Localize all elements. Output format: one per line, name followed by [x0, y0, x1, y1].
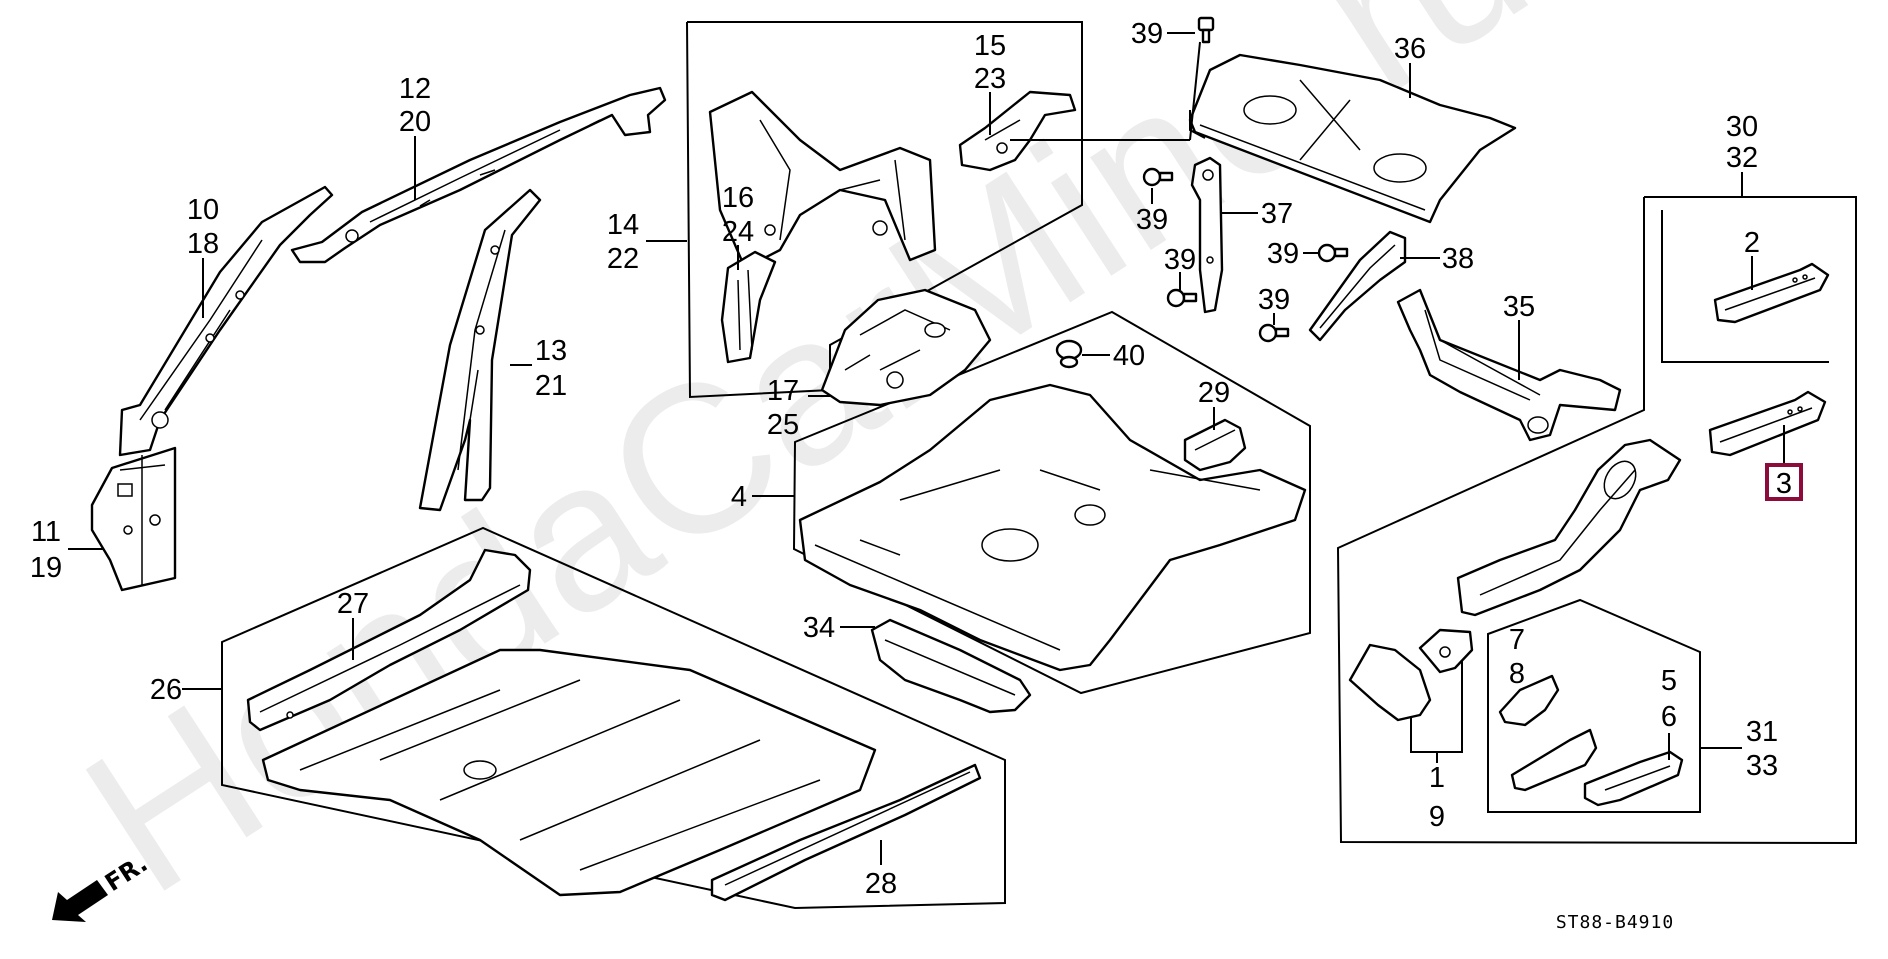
callout-40[interactable]: 40 [1113, 340, 1145, 372]
part-frame-2[interactable] [1713, 262, 1830, 324]
callout-12[interactable]: 12 [399, 73, 431, 105]
callout-19[interactable]: 19 [30, 552, 62, 584]
callout-5[interactable]: 5 [1661, 665, 1677, 697]
callout-39-b[interactable]: 39 [1164, 244, 1196, 276]
part-rear-shelf-36[interactable] [1188, 53, 1517, 224]
callout-15-23[interactable]: 15 23 [974, 30, 1006, 95]
part-roof-rail-12-20[interactable] [290, 86, 667, 264]
callout-39-d[interactable]: 39 [1258, 284, 1290, 316]
callout-35[interactable]: 35 [1503, 291, 1535, 323]
part-bracket-29[interactable] [1183, 418, 1247, 472]
callout-7[interactable]: 7 [1509, 624, 1525, 656]
part-front-floor-26[interactable] [261, 648, 877, 897]
callout-21[interactable]: 21 [535, 370, 567, 402]
callout-37[interactable]: 37 [1261, 198, 1293, 230]
callout-22[interactable]: 22 [607, 243, 639, 275]
callout-29[interactable]: 29 [1198, 377, 1230, 409]
bolt-39-top[interactable] [1197, 16, 1215, 44]
part-frame-3[interactable] [1708, 390, 1827, 457]
callout-17[interactable]: 17 [767, 375, 799, 407]
callout-39-a[interactable]: 39 [1136, 204, 1168, 236]
callout-30[interactable]: 30 [1726, 111, 1758, 143]
group-outline-2 [1661, 210, 1829, 363]
callout-6[interactable]: 6 [1661, 701, 1677, 733]
callout-10[interactable]: 10 [187, 194, 219, 226]
callout-14[interactable]: 14 [607, 209, 639, 241]
part-crossmember-35[interactable] [1396, 288, 1622, 442]
part-rear-frame[interactable] [1456, 438, 1682, 617]
callout-34[interactable]: 34 [803, 612, 835, 644]
callout-20[interactable]: 20 [399, 106, 431, 138]
callout-9[interactable]: 9 [1429, 801, 1445, 833]
leader-lines [68, 32, 1785, 865]
callout-15[interactable]: 15 [974, 30, 1006, 62]
callout-3[interactable]: 3 [1776, 468, 1792, 500]
callout-17-25[interactable]: 17 25 [767, 375, 799, 441]
callout-31-33[interactable]: 31 33 [1746, 716, 1778, 782]
front-direction-indicator: FR. [52, 849, 153, 922]
callout-27[interactable]: 27 [337, 588, 369, 620]
part-16-24[interactable] [720, 250, 777, 364]
callout-38[interactable]: 38 [1442, 243, 1474, 275]
callout-13[interactable]: 13 [535, 335, 567, 367]
callout-12-20[interactable]: 12 20 [399, 73, 431, 138]
callout-39-top[interactable]: 39 [1131, 18, 1163, 50]
bolt-39-a[interactable] [1142, 167, 1174, 187]
part-a-pillar-10-18[interactable] [118, 185, 334, 457]
part-grommet-40[interactable] [1055, 339, 1083, 369]
callout-32[interactable]: 32 [1726, 142, 1758, 174]
callout-10-18[interactable]: 10 18 [187, 194, 219, 260]
group-outline-14-22 [686, 21, 1083, 399]
part-lower-pillar-11-19[interactable] [90, 446, 177, 592]
callout-16[interactable]: 16 [722, 182, 754, 214]
callout-39-c[interactable]: 39 [1267, 238, 1299, 270]
group-outline-36 [1189, 110, 1206, 139]
part-bracket-1-9[interactable] [1348, 628, 1474, 722]
callout-11[interactable]: 11 [31, 516, 61, 548]
part-b-pillar-13-21[interactable] [418, 188, 542, 512]
highlight-box[interactable] [1765, 463, 1803, 501]
callout-1-9[interactable]: 1 9 [1429, 762, 1445, 833]
part-brace-37[interactable] [1190, 156, 1224, 314]
callout-36[interactable]: 36 [1394, 33, 1426, 65]
callout-5-6[interactable]: 5 6 [1661, 665, 1677, 733]
bolt-39-b[interactable] [1166, 288, 1198, 308]
callout-28[interactable]: 28 [865, 868, 897, 900]
callout-3-highlighted[interactable]: 3 [1765, 463, 1803, 501]
front-arrow-icon [52, 880, 108, 922]
group-outline-30-32 [1336, 196, 1857, 845]
part-bracket-5-6[interactable] [1583, 750, 1684, 807]
diagram-code: ST88-B4910 [1556, 912, 1674, 933]
callout-18[interactable]: 18 [187, 228, 219, 260]
part-sill-28[interactable] [710, 763, 982, 902]
group-outline-31-33 [1487, 598, 1701, 813]
callout-14-22[interactable]: 14 22 [607, 209, 639, 275]
callout-26[interactable]: 26 [150, 674, 182, 706]
callout-7-8[interactable]: 7 8 [1509, 624, 1525, 690]
part-brace-38[interactable] [1308, 230, 1407, 342]
part-bracket-7-8[interactable] [1498, 674, 1598, 792]
bolt-39-c[interactable] [1317, 243, 1349, 263]
callout-1[interactable]: 1 [1429, 762, 1445, 794]
callout-33[interactable]: 33 [1746, 750, 1778, 782]
callout-30-32[interactable]: 30 32 [1726, 111, 1758, 174]
callout-31[interactable]: 31 [1746, 716, 1778, 748]
callout-13-21[interactable]: 13 21 [535, 335, 567, 402]
callout-4[interactable]: 4 [731, 481, 747, 513]
callout-11-19[interactable]: 11 19 [30, 516, 62, 584]
part-rear-floor-4[interactable] [798, 383, 1307, 672]
callout-23[interactable]: 23 [974, 63, 1006, 95]
part-wheelhouse-17-25[interactable] [820, 288, 992, 407]
part-bracket-15-23[interactable] [958, 90, 1077, 172]
part-sill-27[interactable] [246, 548, 532, 732]
callout-25[interactable]: 25 [767, 409, 799, 441]
callout-2[interactable]: 2 [1744, 227, 1760, 259]
callout-24[interactable]: 24 [722, 216, 754, 248]
group-outline-26 [221, 526, 1006, 910]
callout-16-24[interactable]: 16 24 [722, 182, 754, 248]
part-crossmember-34[interactable] [870, 618, 1032, 714]
bolt-39-d[interactable] [1258, 323, 1290, 343]
group-outline-4 [792, 310, 1311, 695]
callout-8[interactable]: 8 [1509, 658, 1525, 690]
